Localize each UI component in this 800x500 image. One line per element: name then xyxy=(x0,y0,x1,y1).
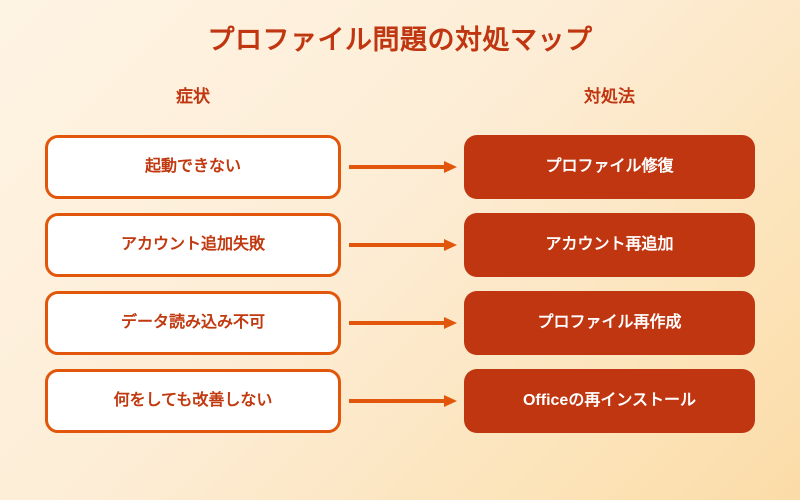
symptom-label: アカウント追加失敗 xyxy=(120,236,265,253)
symptom-box[interactable]: アカウント追加失敗 xyxy=(45,213,341,277)
arrow-head xyxy=(444,395,457,407)
arrow-head xyxy=(444,239,457,251)
column-header-solution: 対処法 xyxy=(584,87,635,106)
arrow-shaft xyxy=(349,321,444,325)
solution-label: プロファイル修復 xyxy=(545,158,674,175)
page-title: プロファイル問題の対処マップ xyxy=(207,25,593,55)
solution-label: プロファイル再作成 xyxy=(537,314,682,331)
solution-box[interactable]: アカウント再追加 xyxy=(464,213,755,277)
mapping-row: 何をしても改善しない Officeの再インストール xyxy=(0,369,800,433)
solution-label: アカウント再追加 xyxy=(545,236,674,253)
arrow-right-icon xyxy=(349,239,457,251)
arrow-right-icon xyxy=(349,317,457,329)
symptom-box[interactable]: データ読み込み不可 xyxy=(45,291,341,355)
mapping-row: 起動できない プロファイル修復 xyxy=(0,135,800,199)
arrow-shaft xyxy=(349,399,444,403)
solution-label: Officeの再インストール xyxy=(522,392,697,409)
arrow-right-icon xyxy=(349,395,457,407)
symptom-box[interactable]: 起動できない xyxy=(45,135,341,199)
mapping-row: アカウント追加失敗 アカウント再追加 xyxy=(0,213,800,277)
arrow-right-icon xyxy=(349,161,457,173)
symptom-box[interactable]: 何をしても改善しない xyxy=(45,369,341,433)
arrow-shaft xyxy=(349,165,444,169)
symptom-label: 何をしても改善しない xyxy=(113,392,273,409)
mapping-row: データ読み込み不可 プロファイル再作成 xyxy=(0,291,800,355)
arrow-shaft xyxy=(349,243,444,247)
arrow-head xyxy=(444,317,457,329)
solution-box[interactable]: プロファイル再作成 xyxy=(464,291,755,355)
solution-box[interactable]: Officeの再インストール xyxy=(464,369,755,433)
column-header-symptom: 症状 xyxy=(176,87,210,106)
symptom-label: データ読み込み不可 xyxy=(120,314,265,331)
arrow-head xyxy=(444,161,457,173)
symptom-label: 起動できない xyxy=(144,158,241,175)
solution-box[interactable]: プロファイル修復 xyxy=(464,135,755,199)
